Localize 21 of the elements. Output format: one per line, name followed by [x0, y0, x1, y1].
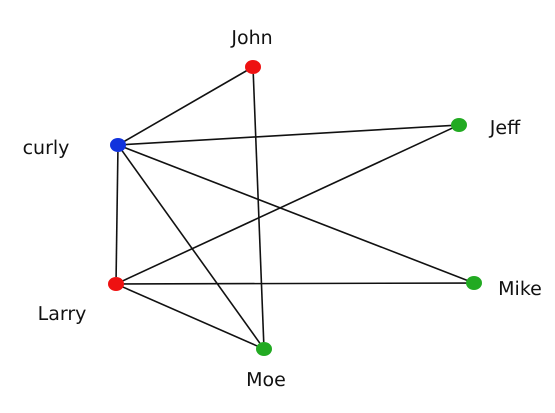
connector-line: [123, 282, 467, 285]
connector-line: [124, 70, 248, 142]
connector-line: [121, 150, 261, 344]
graph-vertex-dot: [466, 276, 482, 290]
graph-vertex-dot: [108, 277, 124, 291]
graph-vertex-dot: [245, 60, 261, 74]
vertex-name: Jeff: [490, 117, 520, 139]
connector-line: [124, 124, 452, 146]
vertex-name: Moe: [246, 369, 286, 391]
vertex-name: Larry: [38, 303, 86, 325]
connector-line: [122, 127, 453, 282]
graph-vertex-dot: [451, 118, 467, 132]
vertex-name: curly: [22, 137, 70, 159]
graph-vertex-dot: [256, 342, 272, 356]
connector-line: [122, 286, 258, 347]
connector-line: [252, 74, 265, 342]
graph-vertex-dot: [110, 138, 126, 152]
connector-line: [115, 152, 119, 278]
vertex-name: John: [231, 27, 273, 49]
vertex-name: Mike: [498, 278, 542, 300]
connector-line: [124, 146, 468, 282]
